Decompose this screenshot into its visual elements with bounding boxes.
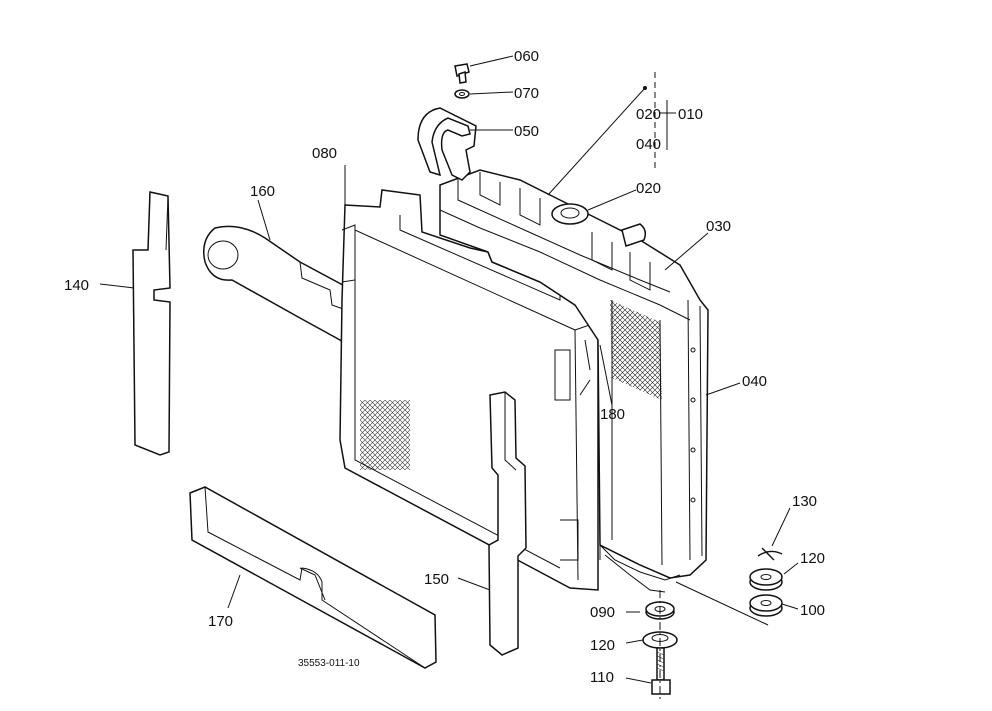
label-050: 050	[514, 123, 539, 140]
bolt-110	[651, 647, 671, 695]
label-020: 020	[636, 180, 661, 197]
washer-120-right	[749, 568, 783, 591]
pin-130	[757, 547, 783, 561]
bushing-100	[749, 594, 783, 617]
label-170: 170	[208, 613, 233, 630]
label-020-top: 020	[636, 106, 661, 123]
label-150: 150	[424, 571, 449, 588]
washer-070	[454, 89, 470, 99]
label-090: 090	[590, 604, 615, 621]
label-110: 110	[590, 669, 614, 686]
bolt-060	[454, 63, 470, 84]
seal-140	[132, 191, 171, 456]
label-060: 060	[514, 48, 539, 65]
radiator-core	[439, 169, 709, 593]
label-180: 180	[600, 406, 625, 423]
label-010: 010	[678, 106, 703, 123]
seal-150	[488, 391, 527, 656]
label-040: 040	[742, 373, 767, 390]
label-140: 140	[64, 277, 89, 294]
label-130: 130	[792, 493, 817, 510]
label-120-right: 120	[800, 550, 825, 567]
label-100: 100	[800, 602, 825, 619]
leader-lines	[99, 55, 799, 684]
label-030: 030	[706, 218, 731, 235]
label-080: 080	[312, 145, 337, 162]
seal-170	[189, 486, 437, 669]
label-040-top: 040	[636, 136, 661, 153]
label-160: 160	[250, 183, 275, 200]
callout-labels: 060 070 050 020 040 010 080 020 030 160 …	[64, 48, 825, 686]
label-070: 070	[514, 85, 539, 102]
label-120-bottom: 120	[590, 637, 615, 654]
drawing-number: 35553-011-10	[298, 658, 360, 669]
bracket-050	[417, 107, 477, 181]
